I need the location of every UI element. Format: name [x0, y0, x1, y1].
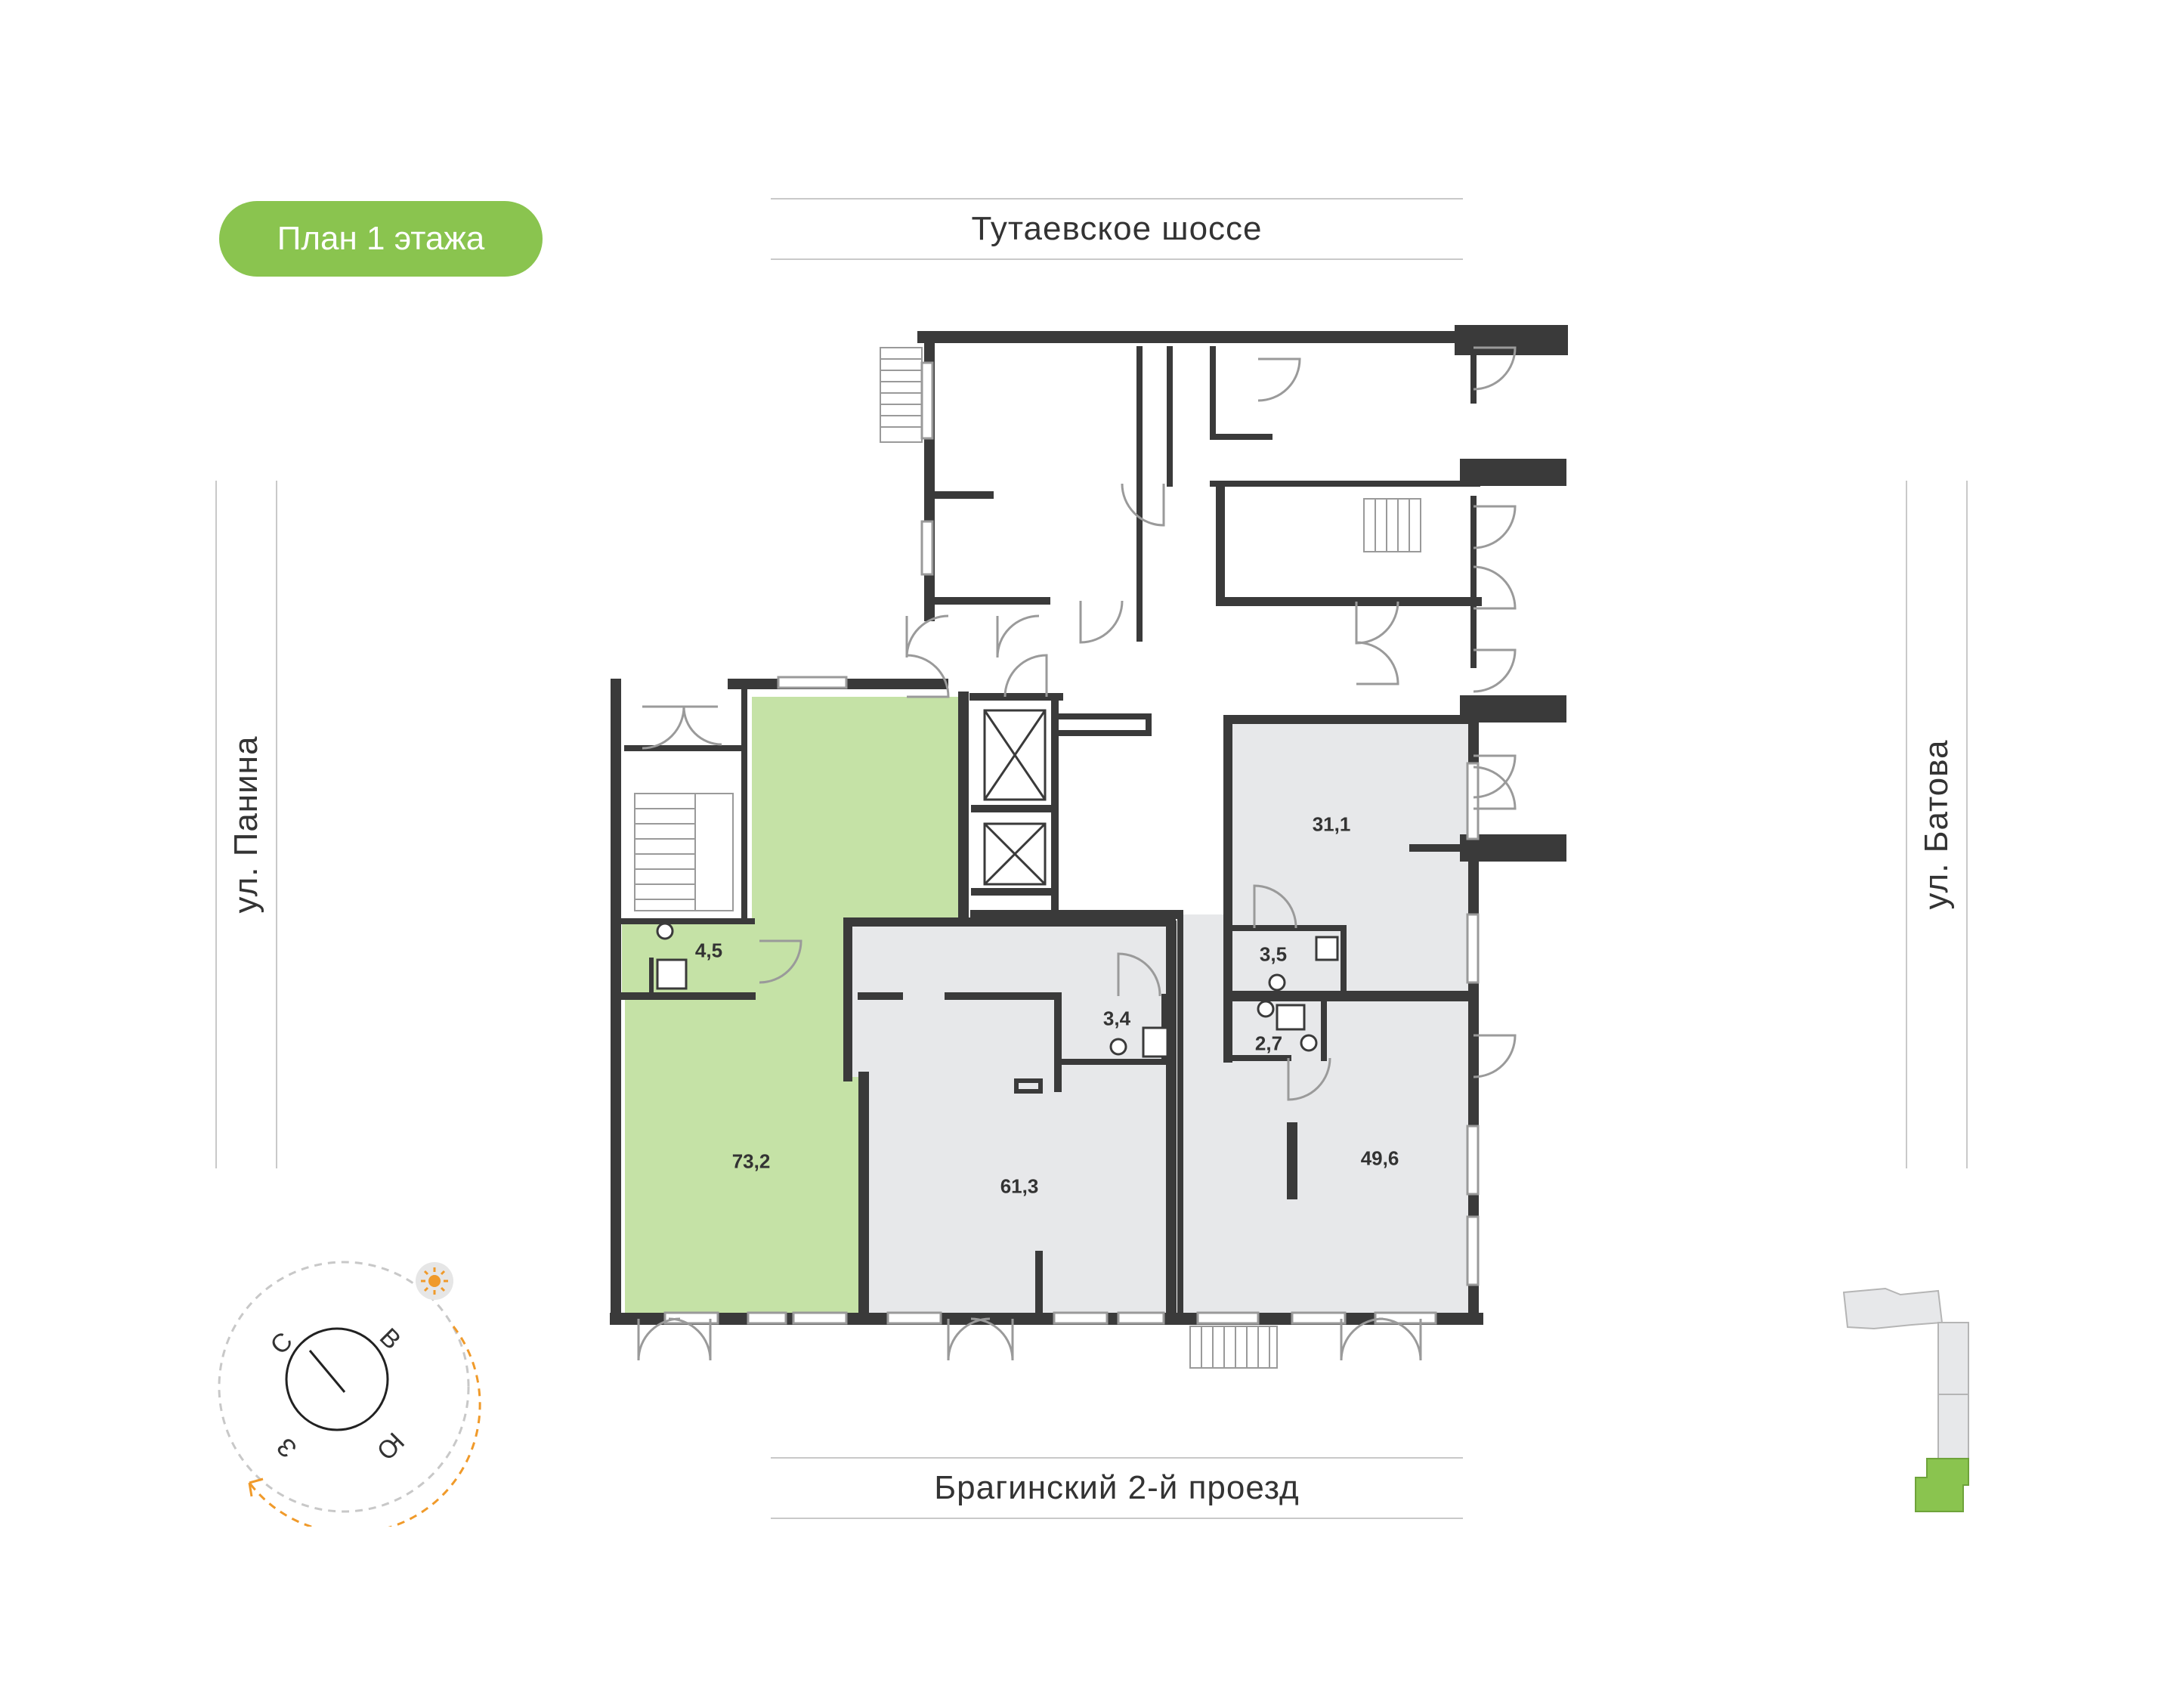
unit-73-2-label[interactable]: 73,2 — [731, 1149, 771, 1173]
unit-3-5-label[interactable]: 3,5 — [1259, 942, 1288, 966]
street-label-left: ул. Панина — [215, 481, 277, 1168]
street-name-braginsky: Брагинский 2-й проезд — [934, 1469, 1300, 1506]
minimap-block-1 — [1842, 1287, 1944, 1330]
fixtures — [656, 922, 1339, 1058]
unit-3-4-label[interactable]: 3,4 — [1102, 1007, 1131, 1030]
unit-31-1-label[interactable]: 31,1 — [1312, 812, 1351, 836]
building-minimap — [1829, 1270, 1980, 1519]
unit-49-6-label[interactable]: 49,6 — [1360, 1146, 1399, 1170]
minimap-block-3 — [1937, 1394, 1969, 1459]
unit-61-3-shape[interactable] — [852, 922, 1171, 1319]
floor-plan-badge: План 1 этажа — [219, 201, 543, 277]
unit-2-7-label[interactable]: 2,7 — [1254, 1032, 1283, 1055]
unit-61-3-label[interactable]: 61,3 — [1000, 1174, 1039, 1198]
stairs — [634, 347, 1421, 1369]
compass-drawing — [218, 1261, 481, 1535]
minimap-selected-block — [1915, 1458, 1969, 1512]
compass: С В Ю З — [204, 1247, 484, 1535]
street-name-tutaevskoe: Тутаевское шоссе — [971, 210, 1263, 247]
unit-4-5-label[interactable]: 4,5 — [694, 939, 723, 962]
sun-icon — [416, 1262, 453, 1300]
doors — [637, 346, 1517, 1361]
street-label-right: ул. Батова — [1906, 481, 1968, 1168]
unit-73-2-shape[interactable] — [625, 697, 963, 1319]
elevators — [983, 709, 1047, 886]
street-label-top: Тутаевское шоссе — [771, 198, 1463, 260]
minimap-drawing — [1842, 1287, 1969, 1512]
minimap-block-2 — [1937, 1322, 1969, 1395]
street-label-bottom: Брагинский 2-й проезд — [771, 1457, 1463, 1519]
walls — [610, 325, 1568, 1325]
